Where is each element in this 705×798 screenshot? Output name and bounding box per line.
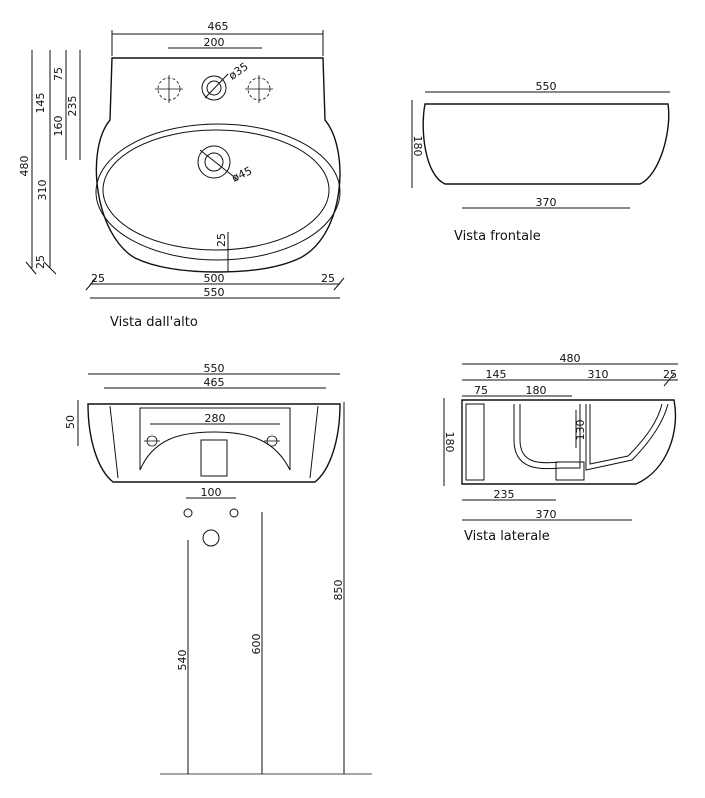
basin-outline-top (95, 57, 341, 273)
dim-front-550: 550 (536, 80, 557, 93)
dim-145: 145 (34, 93, 47, 114)
dim-front-370: 370 (536, 196, 557, 209)
dim-465-top: 465 (208, 20, 229, 33)
dim-200: 200 (204, 36, 225, 49)
top-view: 465 200 ø35 ø45 145 75 160 235 480 310 2… (18, 20, 345, 330)
dim-850: 850 (332, 580, 345, 601)
elevation-view: 550 465 280 50 100 540 600 850 (64, 362, 372, 775)
dim-elev-280: 280 (205, 412, 226, 425)
waste-outlet (202, 529, 220, 547)
dim-side-75: 75 (474, 384, 488, 397)
bowl-rim (95, 123, 341, 261)
dim-side-480: 480 (560, 352, 581, 365)
dim-side-370: 370 (536, 508, 557, 521)
dim-25-center: 25 (215, 233, 228, 247)
drain-hole (197, 145, 231, 179)
dim-elev-50: 50 (64, 415, 77, 429)
dim-tap-diameter: ø35 (226, 60, 250, 83)
dim-side-130: 130 (574, 420, 587, 441)
dim-elev-100: 100 (201, 486, 222, 499)
dim-480: 480 (18, 156, 31, 177)
dim-drain-diameter: ø45 (230, 164, 254, 185)
caption-side-view: Vista laterale (464, 529, 550, 544)
fixing-hole-left (183, 508, 193, 518)
dim-front-180: 180 (411, 136, 424, 157)
dim-side-235: 235 (494, 488, 515, 501)
basin-elevation (87, 403, 341, 483)
dim-550-top: 550 (204, 286, 225, 299)
drain-hole-inner (204, 152, 224, 172)
basin-front (422, 103, 670, 185)
front-view: 550 180 370 Vista frontale (411, 80, 670, 244)
dim-160: 160 (52, 116, 65, 137)
bowl-inner (102, 129, 330, 251)
side-view: 480 145 310 25 75 180 130 180 235 370 Vi… (443, 352, 678, 544)
basin-inner-elevation (109, 405, 319, 479)
fixing-hole-right (229, 508, 239, 518)
dim-side-310: 310 (588, 368, 609, 381)
dim-25-h-left: 25 (91, 272, 105, 285)
tap-hole-center (201, 75, 227, 101)
basin-side (461, 399, 677, 485)
dim-25-left: 25 (34, 255, 47, 269)
dim-side-145: 145 (486, 368, 507, 381)
caption-front-view: Vista frontale (454, 229, 541, 244)
dim-elev-465: 465 (204, 376, 225, 389)
dim-elev-550: 550 (204, 362, 225, 375)
dim-side-25: 25 (663, 368, 677, 381)
dim-310: 310 (36, 180, 49, 201)
dim-75: 75 (52, 67, 65, 81)
dim-side-180: 180 (526, 384, 547, 397)
dim-25-h-right: 25 (321, 272, 335, 285)
dim-540: 540 (176, 650, 189, 671)
tap-hole-center-inner (206, 80, 222, 96)
dim-side-height-180: 180 (443, 432, 456, 453)
dim-500: 500 (204, 272, 225, 285)
dim-600: 600 (250, 634, 263, 655)
dim-235: 235 (66, 96, 79, 117)
caption-top-view: Vista dall'alto (110, 315, 198, 330)
